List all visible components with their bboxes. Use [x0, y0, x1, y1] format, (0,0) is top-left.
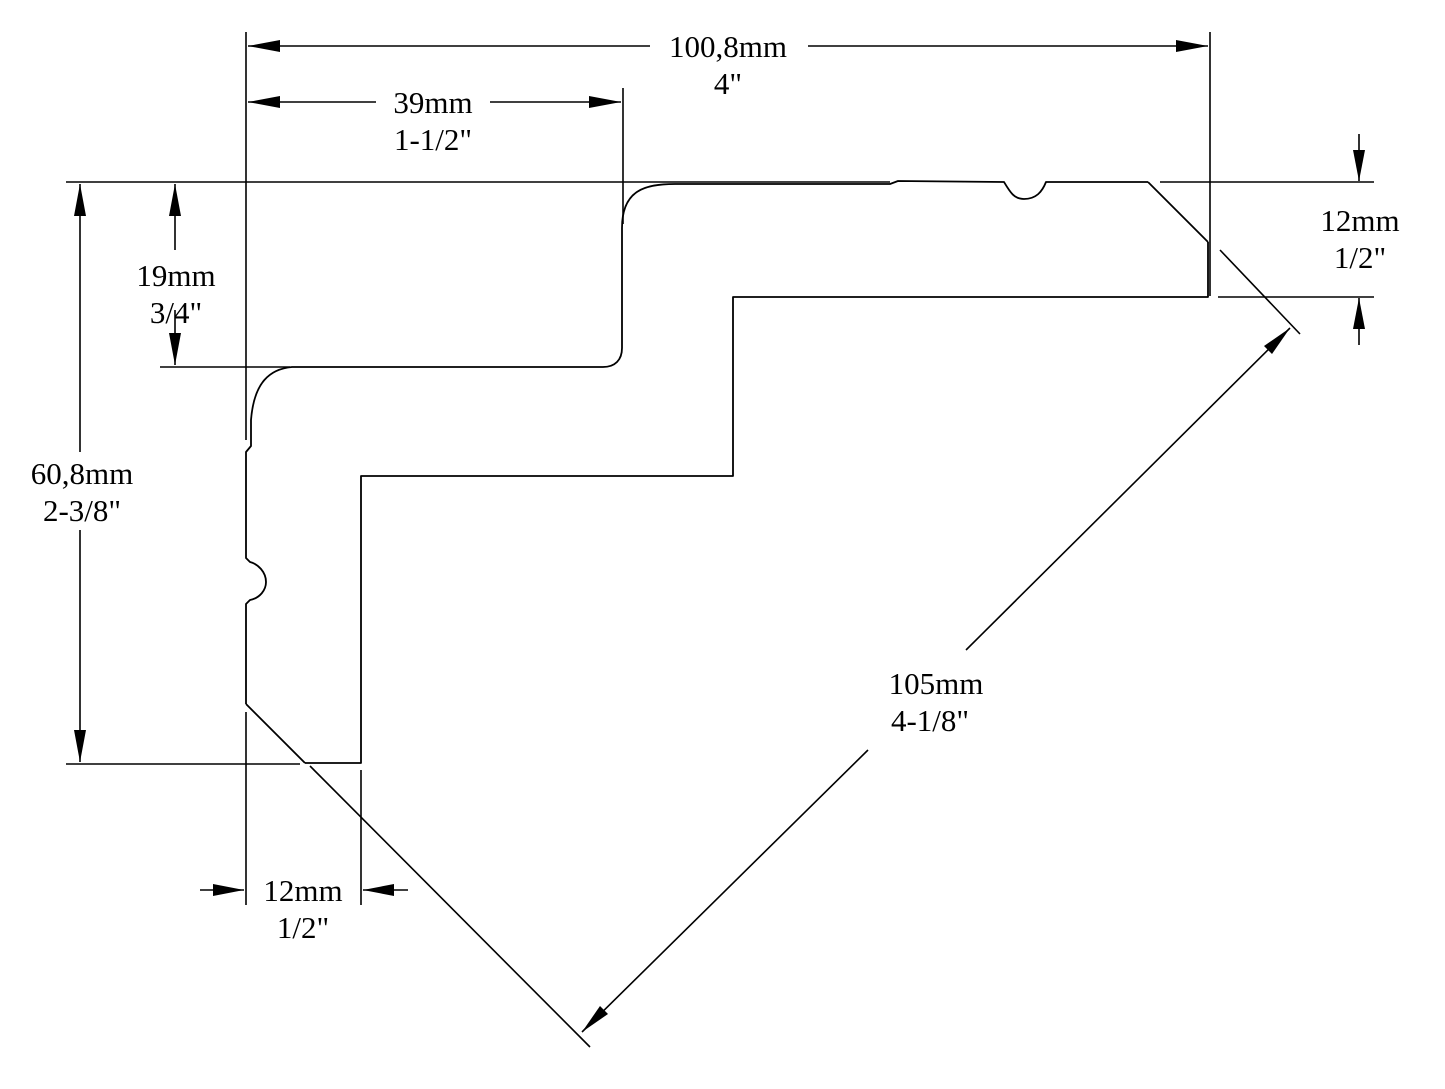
dim-overall-width-imperial: 4" [714, 66, 742, 101]
dim-overall-height: 60,8mm 2-3/8" [31, 184, 133, 762]
ext-line-diag-bottom [309, 765, 591, 1048]
dim-bottom-thickness-imperial: 1/2" [277, 910, 329, 945]
molding-profile [245, 180, 1209, 764]
arrowhead [169, 184, 181, 216]
arrowhead [74, 730, 86, 762]
arrowhead [1176, 40, 1208, 52]
arrowhead [213, 884, 244, 896]
extension-lines [66, 32, 1374, 1048]
dim-bottom-thickness-metric: 12mm [263, 873, 342, 908]
arrowhead [169, 333, 181, 365]
arrowhead [1353, 150, 1365, 181]
dim-step-height-imperial: 3/4" [150, 295, 202, 330]
arrowhead [248, 96, 280, 108]
dim-step-height-metric: 19mm [136, 258, 215, 293]
dim-offset-width: 39mm 1-1/2" [248, 85, 621, 157]
dim-diagonal-imperial: 4-1/8" [891, 703, 969, 738]
dim-overall-height-imperial: 2-3/8" [43, 493, 121, 528]
arrowhead [74, 184, 86, 216]
dim-diagonal: 105mm 4-1/8" [581, 327, 1291, 1033]
dim-top-thickness-imperial: 1/2" [1334, 240, 1386, 275]
dim-step-height: 19mm 3/4" [136, 184, 216, 365]
profile-top-face [621, 180, 1148, 229]
arrowhead [363, 884, 394, 896]
ext-line-diag-top [1219, 249, 1301, 335]
dim-offset-width-metric: 39mm [393, 85, 472, 120]
profile-bottom-chamfer [245, 703, 306, 764]
arrowhead [582, 1006, 608, 1032]
dim-overall-width-metric: 100,8mm [669, 29, 787, 64]
arrowhead [589, 96, 621, 108]
arrowhead [1264, 328, 1290, 354]
arrowhead [248, 40, 280, 52]
dim-overall-width: 100,8mm 4" [248, 29, 1208, 101]
profile-left-face [245, 228, 623, 704]
dim-bottom-thickness: 12mm 1/2" [200, 873, 408, 945]
dim-overall-height-metric: 60,8mm [31, 456, 133, 491]
dim-top-thickness-metric: 12mm [1320, 203, 1399, 238]
dim-top-thickness: 12mm 1/2" [1320, 134, 1400, 345]
dim-offset-width-imperial: 1-1/2" [394, 122, 472, 157]
dim-diagonal-metric: 105mm [889, 666, 984, 701]
arrowhead [1353, 298, 1365, 329]
profile-right-back [305, 242, 1209, 764]
profile-top-chamfer [1147, 181, 1209, 243]
